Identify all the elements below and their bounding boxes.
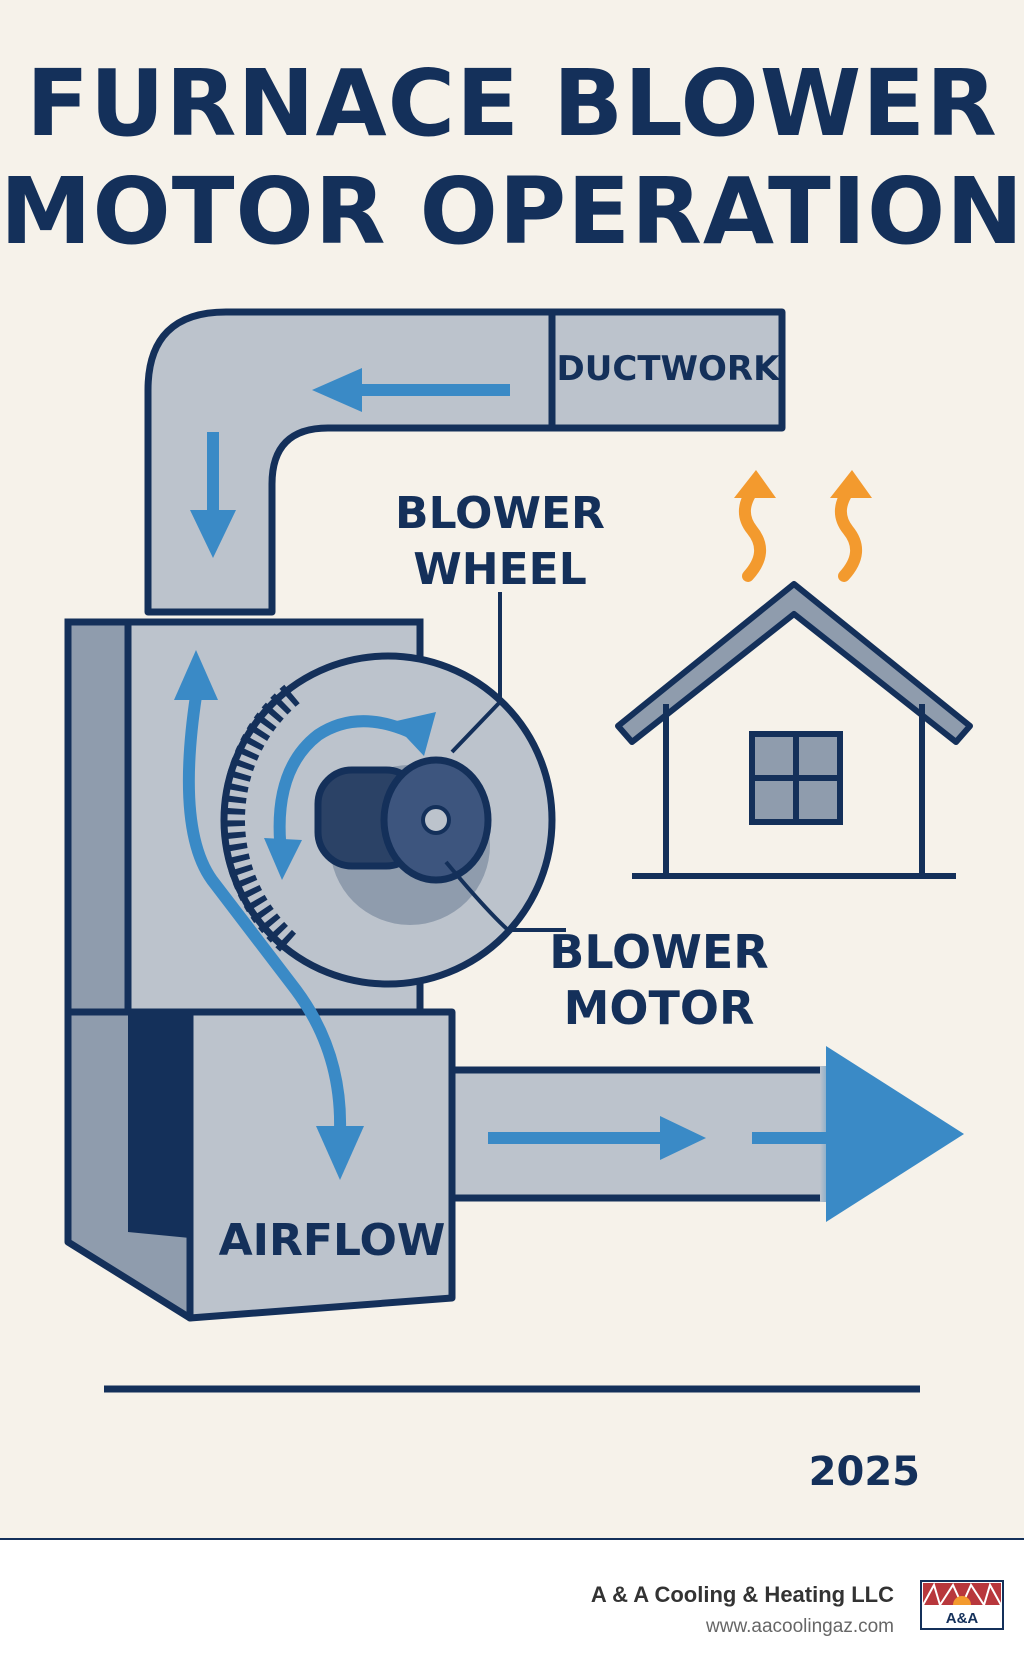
blower-motor-label-line-1: BLOWER <box>549 925 768 979</box>
ductwork: DUCTWORK <box>144 308 786 616</box>
blower-motor-leader <box>444 860 566 932</box>
blower-wheel-label-line-2: WHEEL <box>413 544 587 595</box>
logo-text: A&A <box>946 1610 979 1627</box>
blower-motor-icon <box>314 756 492 884</box>
footer: A & A Cooling & Heating LLC www.aacoolin… <box>0 1538 1024 1668</box>
internal-airflow-arrow-icon <box>174 650 364 1180</box>
blower-wheel-leader <box>450 592 502 754</box>
logo-icon: A&A <box>920 1580 1004 1630</box>
airflow-label: AIRFLOW <box>219 1215 446 1266</box>
house-icon <box>615 581 973 879</box>
title-line-2: MOTOR OPERATION <box>0 158 1024 265</box>
blower-diagram: DUCTWORK AIRFLOW <box>64 308 973 1495</box>
title-line-1: FURNACE BLOWER <box>26 50 998 157</box>
page-title: FURNACE BLOWER MOTOR OPERATION <box>0 50 1024 266</box>
blower-wheel-label-line-1: BLOWER <box>395 488 605 539</box>
blower-motor-label-line-2: MOTOR <box>564 981 755 1035</box>
website-link[interactable]: www.aacoolingaz.com <box>706 1616 894 1637</box>
supply-duct <box>448 1046 964 1222</box>
ductwork-label: DUCTWORK <box>557 349 782 389</box>
company-name: A & A Cooling & Heating LLC <box>590 1582 894 1607</box>
year-label: 2025 <box>809 1449 920 1495</box>
heat-wave-icon <box>734 470 872 582</box>
furnace-icon: AIRFLOW <box>64 618 456 1322</box>
